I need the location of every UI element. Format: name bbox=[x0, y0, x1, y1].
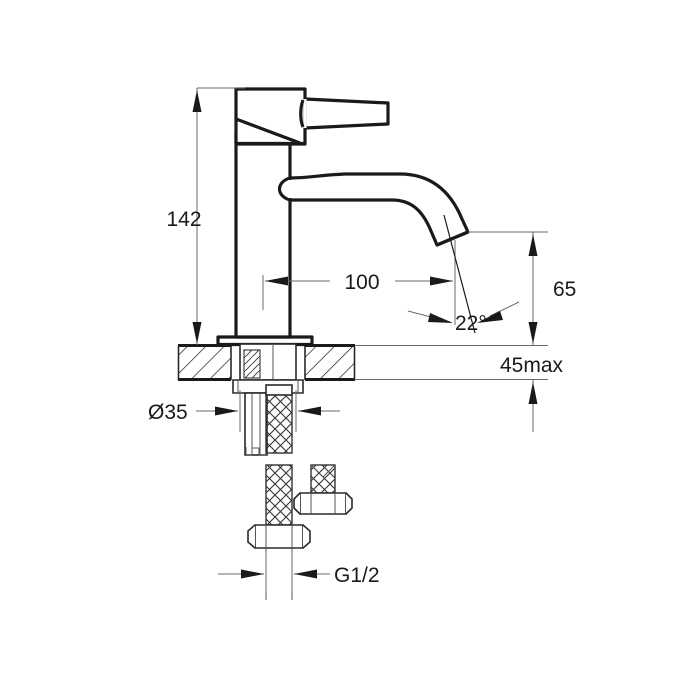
dim-100-label: 100 bbox=[344, 271, 379, 294]
hose-hex-nut-left-face bbox=[247, 524, 256, 549]
offset-hex-nut-left-face bbox=[293, 492, 301, 515]
handle-housing bbox=[234, 87, 307, 146]
dimension-g12-group: G1/2 bbox=[218, 552, 380, 592]
dim-45max-arrow bbox=[528, 382, 538, 404]
offset-hose-cap bbox=[310, 464, 336, 478]
offset-hex-nut bbox=[299, 492, 347, 515]
dimension-45max-group: 45max bbox=[355, 354, 564, 432]
braided-hose-upper bbox=[265, 392, 293, 454]
dim-45max-label: 45max bbox=[500, 354, 564, 377]
dim-65-arrow-bottom bbox=[528, 322, 538, 344]
shank-thread-detail bbox=[243, 349, 261, 379]
lever-root-curve bbox=[299, 99, 305, 128]
braided-hose-lower bbox=[265, 464, 293, 526]
lever-arm bbox=[303, 97, 390, 130]
left-tail-tube bbox=[244, 392, 268, 456]
offset-hex-nut-right-face bbox=[345, 492, 353, 515]
spout-outlet-face bbox=[436, 230, 469, 247]
dim-g12-label: G1/2 bbox=[334, 564, 380, 587]
deck-hatch-left bbox=[178, 345, 231, 380]
dim-100-arrow-right bbox=[430, 276, 453, 286]
dimension-142-group: 142 bbox=[166, 87, 245, 345]
hose-nut-upper bbox=[265, 384, 293, 396]
dimension-100-group: 100 bbox=[262, 240, 456, 325]
dim-65-arrow-top bbox=[528, 234, 538, 256]
dim-dia35-arrow-left bbox=[215, 406, 238, 416]
dim-22-angle-ref-line bbox=[443, 214, 476, 334]
dim-22-arrow-left bbox=[428, 313, 453, 323]
hose-hex-nut-right-face bbox=[302, 524, 311, 549]
handle-relief-cut bbox=[235, 117, 301, 145]
dim-65-label: 65 bbox=[553, 278, 576, 301]
dim-100-arrow-left bbox=[265, 276, 288, 286]
dim-g12-arrow-right bbox=[294, 569, 317, 579]
dim-dia35-label: Ø35 bbox=[148, 401, 188, 424]
spout-shoulder bbox=[277, 176, 291, 202]
left-tail-end-detail bbox=[245, 447, 267, 456]
dim-142-arrow-top bbox=[192, 90, 202, 112]
dim-142-label: 142 bbox=[166, 208, 201, 231]
under-deck-hardware bbox=[232, 343, 353, 600]
tap-body-group bbox=[216, 87, 470, 347]
dimension-65-group: 65 bbox=[355, 231, 576, 346]
dim-22-label: 22° bbox=[455, 312, 487, 335]
dimension-dia35-group: Ø35 bbox=[148, 390, 340, 432]
hose-hex-nut bbox=[254, 524, 304, 549]
mounting-deck-section bbox=[177, 344, 356, 381]
dim-22-leader-right bbox=[489, 301, 520, 317]
dim-g12-arrow-left bbox=[241, 569, 264, 579]
deck-hatch-right bbox=[305, 345, 355, 380]
dimension-22deg-group: 22° bbox=[407, 214, 520, 335]
dim-142-arrow-bottom bbox=[192, 322, 202, 344]
dim-dia35-arrow-right bbox=[298, 406, 321, 416]
dim-22-arrow-right bbox=[477, 311, 503, 323]
